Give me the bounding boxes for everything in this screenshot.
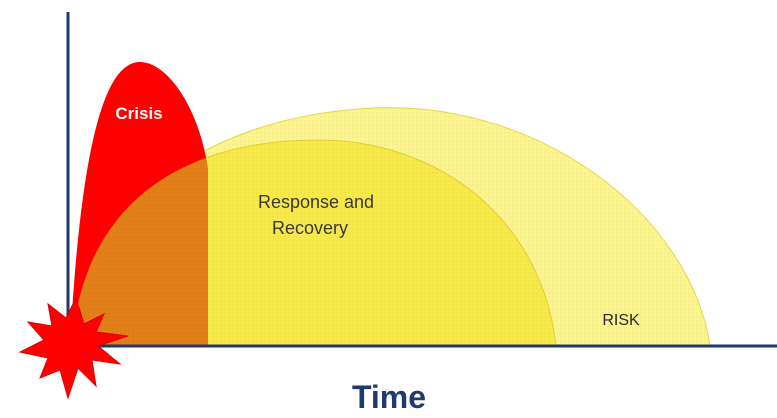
crisis-label: Crisis (115, 104, 162, 123)
x-axis-title: Time (352, 379, 426, 415)
texture-overlay (72, 107, 710, 347)
burst-star-icon (18, 296, 129, 400)
risk-label: RISK (602, 312, 640, 329)
response-label-line2: Recovery (272, 218, 348, 238)
response-label-line1: Response and (258, 192, 374, 212)
